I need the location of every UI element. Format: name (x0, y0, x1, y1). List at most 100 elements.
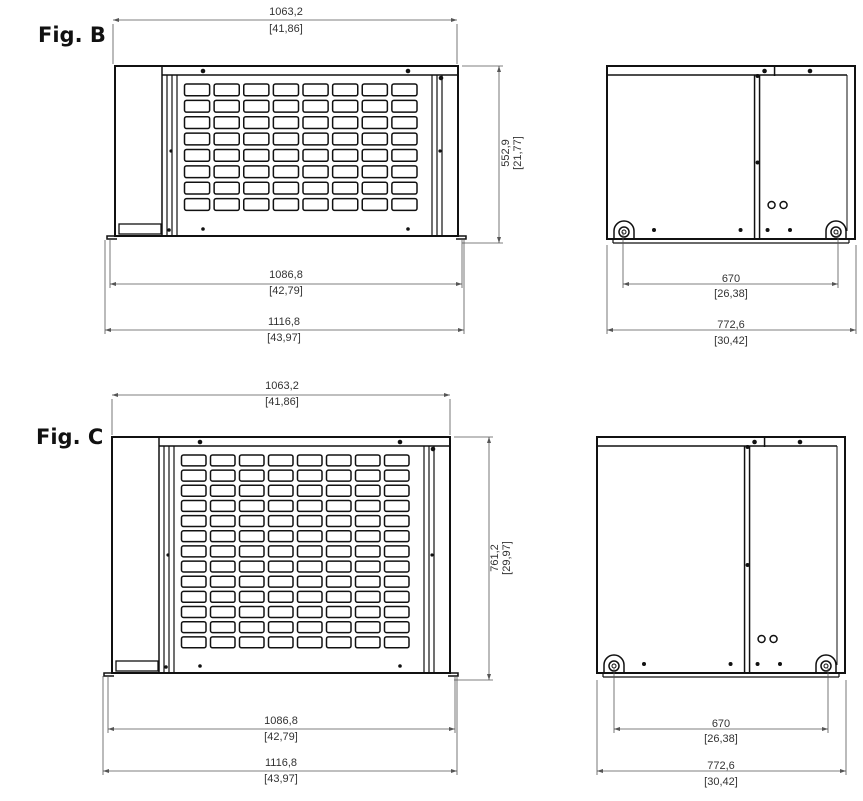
grille-slot (361, 83, 389, 97)
unit-front-outline (114, 65, 459, 237)
screw-dot (652, 228, 656, 232)
screw-dot (438, 149, 442, 153)
grille-slot (209, 590, 236, 604)
grille-slot (296, 636, 323, 649)
screw-dot (762, 68, 767, 74)
grille-slot (267, 636, 294, 649)
grille-slot (302, 99, 329, 113)
grille-slot (331, 165, 359, 179)
screw-dot (200, 68, 206, 74)
grille-slot (361, 197, 389, 212)
grille-slot (272, 99, 300, 113)
grille-slot (183, 83, 211, 97)
grille-slot (213, 197, 240, 212)
grille-slot (383, 636, 410, 649)
fig-c-height-mm: 761,2 (489, 544, 501, 572)
mounting-lug (613, 220, 635, 239)
screw-dot (752, 439, 757, 445)
grille-slot (180, 514, 207, 528)
grille-slot (267, 469, 294, 482)
grille-slot (209, 620, 236, 634)
grille-slot (183, 181, 211, 195)
grille-slot (391, 83, 418, 97)
grille-slot (296, 605, 323, 619)
grille-slot (243, 181, 270, 195)
grille-slot (296, 620, 323, 634)
grille-slot (213, 116, 240, 130)
screw-dot (201, 227, 205, 231)
grille-slot (325, 605, 352, 619)
grille-slot (354, 484, 381, 497)
mounting-foot (103, 665, 114, 677)
grille-slot (391, 132, 418, 146)
screw-dot (755, 662, 760, 666)
screw-dot (765, 228, 770, 232)
mounting-hole-inner (833, 229, 839, 235)
grille-slot (180, 560, 207, 573)
grille-slot (325, 620, 352, 634)
mounting-lug (603, 654, 625, 673)
screw-dot (398, 664, 402, 668)
grille-slot (361, 165, 389, 179)
grille-slot (209, 454, 236, 467)
grille-slot (391, 99, 418, 113)
grille-slot (302, 83, 329, 97)
grille-slot (209, 514, 236, 528)
screw-dot (167, 228, 171, 232)
grille-slot (331, 83, 359, 97)
grille-slot (325, 560, 352, 573)
grille-slot (331, 148, 359, 163)
service-port (767, 200, 776, 210)
grille-slot (183, 116, 211, 130)
grille-slot (325, 590, 352, 604)
grille-slot (213, 165, 240, 179)
grille-slot (354, 636, 381, 649)
grille-slot (213, 148, 240, 163)
grille-slot (354, 545, 381, 558)
grille-slot (213, 132, 240, 146)
grille-slot (267, 590, 294, 604)
grille-slot (325, 514, 352, 528)
mounting-foot (448, 665, 459, 677)
fig-c-width-top-in: [41,86] (265, 396, 299, 408)
mounting-lug (825, 220, 847, 239)
grille-slot (209, 530, 236, 543)
fig-b-side-foot-spacing-mm: 670 (722, 273, 740, 285)
grille-slot (383, 560, 410, 573)
mounting-hole (820, 660, 832, 672)
grille-slot (209, 545, 236, 558)
grille-slot (180, 605, 207, 619)
grille-slot (383, 514, 410, 528)
grille-slot (296, 590, 323, 604)
unit-front-outline (111, 436, 451, 674)
grille-slot (383, 499, 410, 513)
fig-b-side-depth-in: [30,42] (714, 335, 748, 347)
grille-slot (354, 575, 381, 588)
grille-slot (354, 605, 381, 619)
screw-dot (745, 563, 750, 567)
grille-slot (180, 484, 207, 497)
grille-slot (272, 165, 300, 179)
grille-slot (331, 116, 359, 130)
grille-slot (238, 590, 265, 604)
grille-slot (325, 530, 352, 543)
screw-dot (197, 439, 203, 445)
grille-slot (383, 590, 410, 604)
grille-slot (209, 469, 236, 482)
grille-slot (325, 499, 352, 513)
grille-slot (243, 197, 270, 212)
grille-slot (383, 530, 410, 543)
grille-slot (383, 605, 410, 619)
mounting-hole (618, 226, 630, 238)
grille-slot (354, 620, 381, 634)
screw-dot (430, 446, 436, 452)
fig-c-side-foot-spacing-in: [26,38] (704, 733, 738, 745)
grille-slot (361, 116, 389, 130)
grille-slot (209, 484, 236, 497)
service-port (769, 634, 778, 644)
screw-dot (807, 68, 813, 74)
grille-slot (238, 484, 265, 497)
grille-slot (391, 148, 418, 163)
grille-slot (243, 148, 270, 163)
grille-slot (180, 620, 207, 634)
